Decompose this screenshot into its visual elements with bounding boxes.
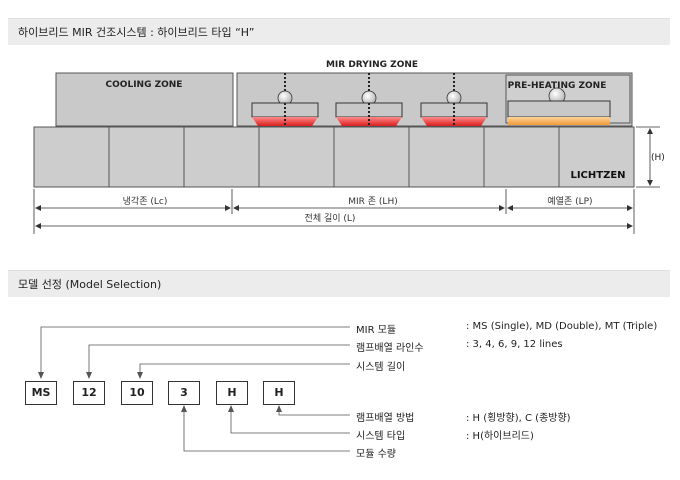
cooling-length-label: 냉각존 (Lc): [123, 195, 168, 207]
spec-value-lines: : 3, 4, 6, 9, 12 lines: [466, 339, 563, 350]
preheat-lamp-module: [507, 87, 611, 125]
spec-name-lines: 램프배열 라인수: [356, 343, 424, 354]
height-label: (H): [651, 153, 665, 163]
code-box-module: MS: [25, 381, 57, 405]
dryer-diagram: COOLING ZONE MIR DRYING ZONE PRE-HEATING…: [33, 60, 665, 234]
preheat-zone-label: PRE-HEATING ZONE: [508, 81, 607, 91]
section-header-model: 모델 선정 (Model Selection): [8, 270, 670, 297]
total-length-label: 전체 길이 (L): [305, 213, 356, 224]
mir-lamp-module: [251, 73, 319, 128]
mir-zone-label: MIR DRYING ZONE: [326, 60, 418, 70]
spec-name-length: 시스템 길이: [356, 362, 406, 373]
height-dimension: [636, 126, 660, 188]
spec-value-system-type: : H(하이브리드): [466, 431, 534, 442]
code-box-system-type: H: [216, 381, 248, 405]
section-title-system: 하이브리드 MIR 건조시스템 : 하이브리드 타입 “H”: [18, 26, 255, 39]
spec-name-arrangement: 램프배열 방법: [356, 413, 415, 424]
code-box-length: 10: [121, 381, 153, 405]
model-code-connectors: [38, 326, 350, 452]
mir-length-label: MIR 존 (LH): [348, 196, 397, 207]
preheat-length-label: 예열존 (LP): [547, 196, 592, 207]
section-header-system: 하이브리드 MIR 건조시스템 : 하이브리드 타입 “H”: [8, 18, 670, 45]
conveyor-base: [33, 126, 635, 188]
spec-value-module: : MS (Single), MD (Double), MT (Triple): [466, 321, 658, 332]
cooling-zone-housing: [55, 72, 234, 127]
mir-lamp-module: [420, 73, 488, 128]
code-box-lines: 12: [73, 381, 105, 405]
spec-value-arrangement: : H (횡방향), C (종방향): [466, 413, 571, 424]
cooling-zone-label: COOLING ZONE: [106, 80, 183, 90]
spec-name-quantity: 모듈 수량: [356, 449, 396, 460]
spec-name-module: MIR 모듈: [356, 325, 397, 336]
code-box-quantity: 3: [168, 381, 200, 405]
section-title-model: 모델 선정 (Model Selection): [18, 278, 162, 291]
code-box-arrangement: H: [263, 381, 295, 405]
spec-name-system-type: 시스템 타입: [356, 431, 406, 442]
mir-lamp-module: [335, 73, 403, 128]
brand-label: LICHTZEN: [570, 170, 625, 181]
length-dimensions: [33, 189, 635, 234]
